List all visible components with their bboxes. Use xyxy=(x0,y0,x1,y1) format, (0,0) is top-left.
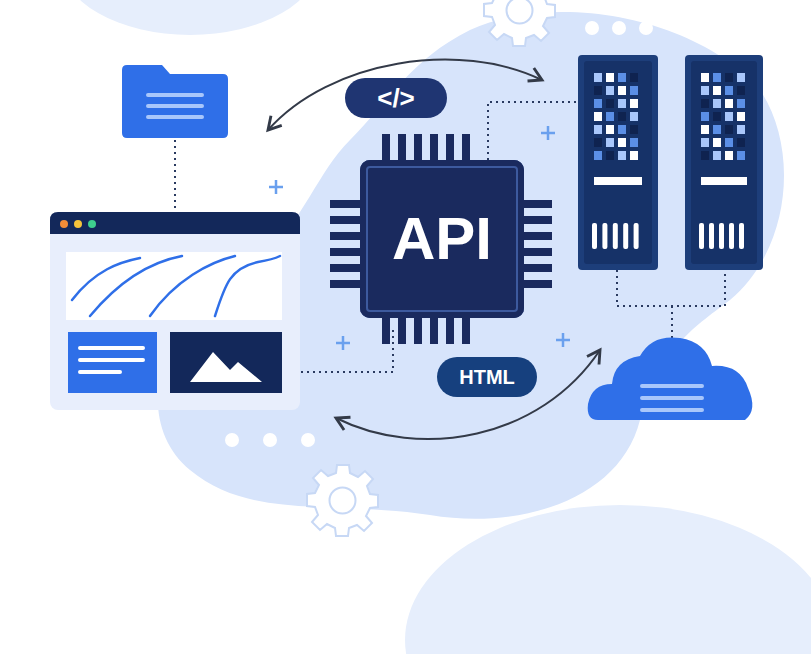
chip-pins xyxy=(330,134,552,344)
node-label: API xyxy=(392,209,492,269)
html-pill: HTML xyxy=(437,357,537,397)
plus-sign xyxy=(269,126,570,350)
code-tag-pill: </> xyxy=(345,78,447,118)
browser-window xyxy=(50,212,300,410)
api-chip: API xyxy=(360,160,524,318)
gear-icon xyxy=(484,0,555,46)
exchange-arrow xyxy=(268,60,600,439)
server-tower xyxy=(578,55,763,270)
gear-icon xyxy=(307,465,378,536)
folder-icon xyxy=(122,65,228,138)
node-label: HTML xyxy=(459,367,515,387)
cloud-icon xyxy=(588,337,753,420)
node-label: </> xyxy=(377,85,415,111)
